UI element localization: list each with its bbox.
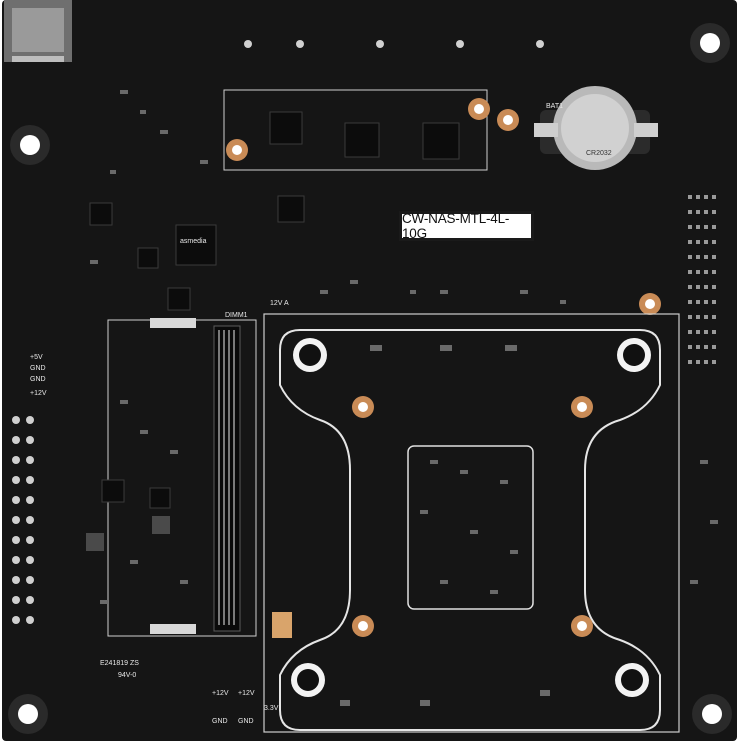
lan-controller-chip-2: [344, 122, 380, 158]
silk-bottom-12v-2: +12V: [238, 690, 255, 697]
silk-left-12v: +12V: [30, 390, 47, 397]
silk-cert: E241819 ZS: [100, 660, 139, 667]
cpu-die-area: [407, 445, 534, 610]
silk-cert-2: 94V-0: [118, 672, 137, 679]
board-model-label: CW-NAS-MTL-4L-10G: [400, 211, 533, 241]
silk-left-gnd-1: GND: [30, 365, 46, 372]
mount-hole-bottom-left: [8, 694, 48, 734]
asmedia-chip: [175, 224, 217, 266]
lan-controller-chip-1: [269, 111, 303, 145]
silk-dimm: DIMM1: [225, 312, 248, 319]
silk-bottom-12v-1: +12V: [212, 690, 229, 697]
mount-hole-top-left: [10, 125, 50, 165]
cmos-battery: [534, 86, 658, 170]
dimm-slot: [213, 325, 241, 632]
mount-hole-bottom-right: [692, 694, 732, 734]
smd-components: [90, 90, 718, 706]
silk-left-5v: +5V: [30, 354, 43, 361]
silk-bottom-3v3: 3.3V: [264, 705, 279, 712]
mount-hole-top-right: [690, 23, 730, 63]
cpu-retention-area: [263, 313, 680, 733]
silk-left-gnd-2: GND: [30, 376, 46, 383]
silk-bottom-gnd-2: GND: [238, 718, 254, 725]
lan-controller-chip-3: [422, 122, 460, 160]
silk-pwr-top: 12V A: [270, 300, 289, 307]
left-pin-holes: [12, 416, 34, 624]
silk-battery: BAT1: [546, 103, 563, 110]
silk-asmedia: asmedia: [180, 238, 207, 245]
silk-battery-cell: CR2032: [586, 150, 612, 157]
cpu-bracket-outline: [279, 329, 661, 731]
right-pin-header: [688, 195, 716, 364]
silk-bottom-gnd-1: GND: [212, 718, 228, 725]
